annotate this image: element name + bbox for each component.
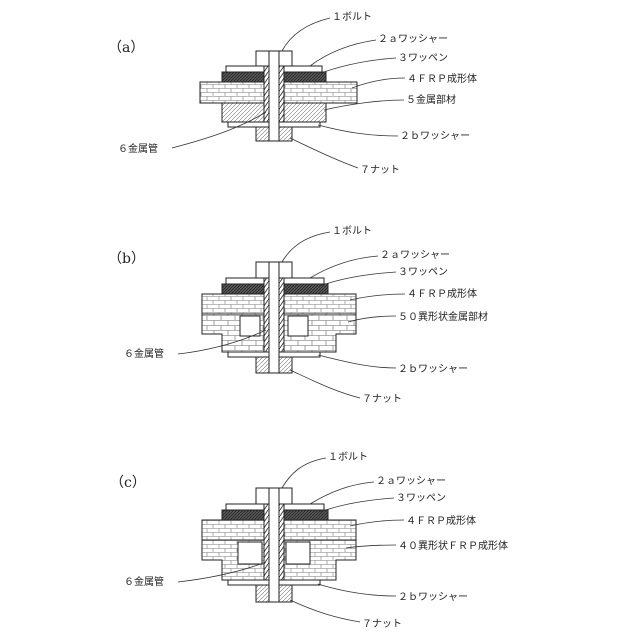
panel-label-a: （a）: [108, 40, 144, 56]
label-washer2a-a: ２ａワッシャー: [378, 34, 448, 45]
panel-c: （c） １ボルト ２ａワッシャー ３ワッペン: [110, 451, 508, 630]
metal-tube-left-b: [264, 278, 269, 352]
label-washer2a-b: ２ａワッシャー: [380, 250, 450, 261]
label-member-a: ５金属部材: [406, 93, 456, 106]
bolt-shank-c: [269, 488, 279, 602]
panel-a: （a） １ボルト ２ａワッシャー ３ワッペン ４ＦＲＰ成形体 ５: [108, 11, 477, 176]
leader-frp-a: [352, 78, 405, 88]
label-washer2b-c: ２ｂワッシャー: [398, 591, 468, 603]
pocket-right-c: [286, 542, 310, 564]
leader-washer2b-c: [318, 584, 396, 596]
pocket-right-b: [288, 316, 308, 336]
leader-patch-b: [320, 272, 396, 286]
label-patch-c: ３ワッペン: [396, 493, 446, 504]
panel-label-c: （c）: [110, 475, 146, 491]
metal-tube-left-a: [264, 66, 269, 122]
metal-tube-right-a: [279, 66, 284, 122]
label-bolt-c: １ボルト: [328, 451, 368, 463]
pocket-left-b: [240, 316, 260, 336]
label-nut-b: ７ナット: [362, 393, 402, 405]
leader-nut-a: [290, 138, 358, 168]
label-frp-c: ４ＦＲＰ成形体: [406, 515, 476, 527]
leader-washer2a-a: [310, 40, 376, 66]
leader-washer2b-a: [318, 125, 398, 136]
leader-nut-c: [290, 600, 360, 622]
label-tube-a: ６金属管: [118, 142, 158, 155]
metal-tube-right-b: [279, 278, 284, 352]
label-washer2b-a: ２ｂワッシャー: [400, 130, 470, 142]
label-tube-b: ６金属管: [124, 347, 164, 360]
label-bolt-a: １ボルト: [332, 11, 372, 23]
leader-washer2b-b: [318, 355, 396, 368]
label-tube-c: ６金属管: [124, 575, 164, 588]
leader-bolt-c: [282, 458, 326, 488]
label-member-c: ４０異形状ＦＲＰ成形体: [398, 539, 508, 552]
leader-patch-a: [318, 58, 396, 74]
bolt-shank-a: [269, 51, 279, 141]
metal-tube-left-c: [264, 504, 269, 580]
label-patch-b: ３ワッペン: [398, 267, 448, 278]
leader-patch-c: [320, 498, 394, 512]
label-washer2a-c: ２ａワッシャー: [376, 476, 446, 487]
bolt-shank-b: [269, 262, 279, 373]
label-bolt-b: １ボルト: [332, 225, 372, 237]
leader-bolt-b: [282, 232, 330, 262]
label-washer2b-b: ２ｂワッシャー: [398, 363, 468, 375]
panel-b: （b） １ボルト ２ａワッシャー ３ワッペン: [108, 225, 488, 405]
pocket-left-c: [238, 542, 262, 564]
label-frp-b: ４ＦＲＰ成形体: [407, 288, 477, 300]
label-nut-c: ７ナット: [362, 618, 402, 630]
label-nut-a: ７ナット: [360, 164, 400, 176]
metal-tube-right-c: [279, 504, 284, 580]
leader-frp-b: [350, 294, 405, 300]
label-member-b: ５０異形状金属部材: [398, 310, 488, 323]
leader-washer2a-c: [310, 482, 374, 504]
label-patch-a: ３ワッペン: [398, 53, 448, 64]
leader-bolt-a: [282, 18, 330, 51]
leader-nut-b: [290, 370, 360, 398]
leader-frp-c: [350, 520, 404, 526]
panel-label-b: （b）: [108, 251, 145, 267]
label-frp-a: ４ＦＲＰ成形体: [407, 73, 477, 85]
